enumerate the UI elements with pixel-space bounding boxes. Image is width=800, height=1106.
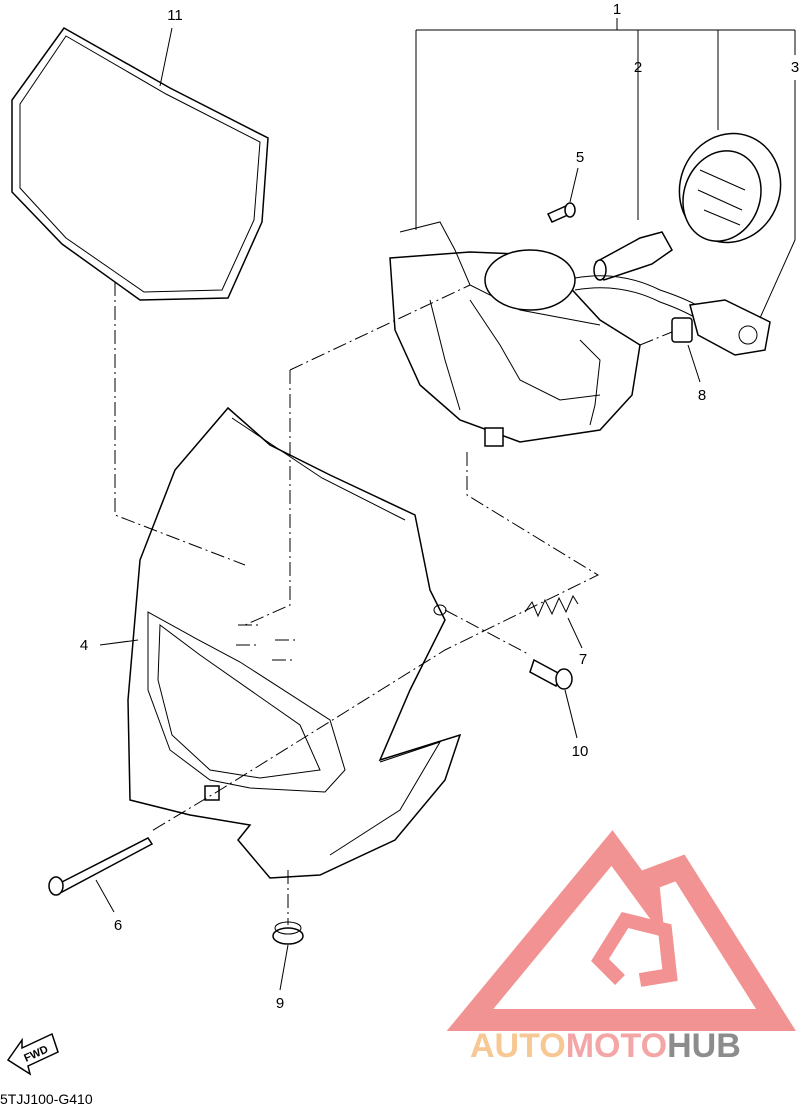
callout-10: 10 xyxy=(572,743,589,760)
spring-part xyxy=(524,594,579,618)
fwd-arrow-icon: FWD xyxy=(6,1032,59,1076)
headlight-cowling-part xyxy=(127,406,462,879)
wire-harness-part xyxy=(574,275,771,356)
watermark-auto: AUTO xyxy=(470,1027,566,1065)
callout-9: 9 xyxy=(276,995,284,1012)
watermark-hub: HUB xyxy=(667,1027,741,1065)
long-screw-part xyxy=(48,837,154,896)
clip-part xyxy=(671,317,693,343)
callout-5: 5 xyxy=(576,149,584,166)
bulb-part xyxy=(593,231,673,281)
callout-7: 7 xyxy=(579,651,587,668)
lens-cover-part xyxy=(11,27,269,301)
assembly-lines xyxy=(114,282,673,925)
automotohub-watermark: AUTOMOTOHUB xyxy=(446,830,796,1065)
svg-text:AUTOMOTOHUB: AUTOMOTOHUB xyxy=(470,1027,741,1065)
watermark-logo-icon xyxy=(446,830,796,1031)
callout-6: 6 xyxy=(114,917,122,934)
callout-1: 1 xyxy=(613,1,621,18)
headlight-unit-part xyxy=(389,221,641,447)
leader-lines xyxy=(95,18,796,991)
callout-8: 8 xyxy=(698,387,706,404)
callout-11: 11 xyxy=(167,7,183,24)
grommet-part xyxy=(272,921,304,945)
callout-4: 4 xyxy=(80,637,88,654)
watermark-moto: MOTO xyxy=(566,1027,667,1065)
callout-labels: 1 2 3 4 5 6 7 8 9 10 11 xyxy=(80,1,799,1012)
callout-2: 2 xyxy=(634,59,642,76)
socket-cover-part xyxy=(678,132,782,244)
bolt-part xyxy=(529,658,573,690)
callout-3: 3 xyxy=(791,59,799,76)
screw-part xyxy=(546,202,576,223)
diagram-code: 5TJJ100-G410 xyxy=(0,1091,93,1106)
